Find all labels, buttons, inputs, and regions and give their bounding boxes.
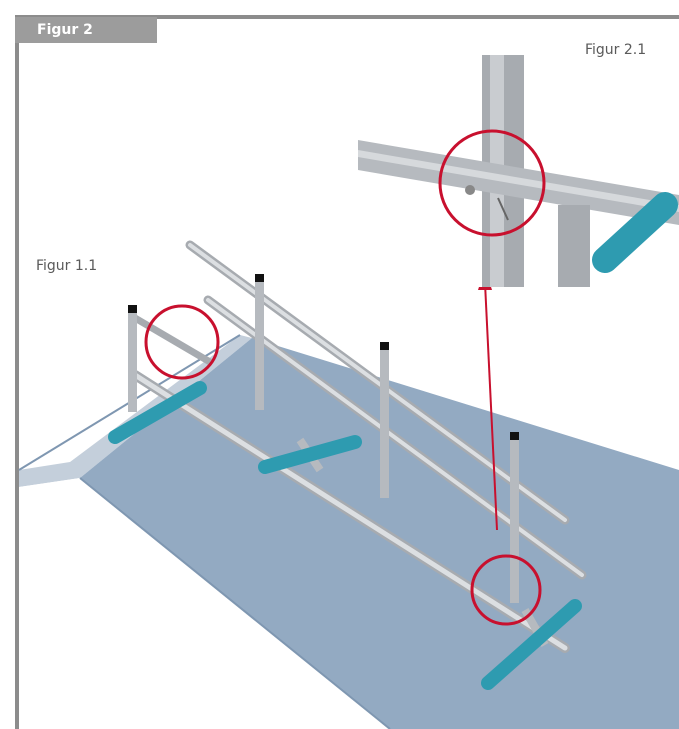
highlight-circle-detail: [438, 129, 546, 237]
support-tubes: [108, 381, 582, 690]
highlight-circle-bottom: [470, 554, 542, 626]
overview-label: Figur 1.1: [36, 258, 98, 274]
frame-border: [15, 15, 679, 729]
detail-label: Figur 2.1: [585, 42, 647, 58]
roof-deck: [18, 334, 679, 729]
highlight-circle-left: [144, 304, 220, 380]
railing: [128, 240, 587, 653]
figure-tab: Figur 2: [15, 17, 157, 43]
detail-inset: [358, 55, 679, 287]
